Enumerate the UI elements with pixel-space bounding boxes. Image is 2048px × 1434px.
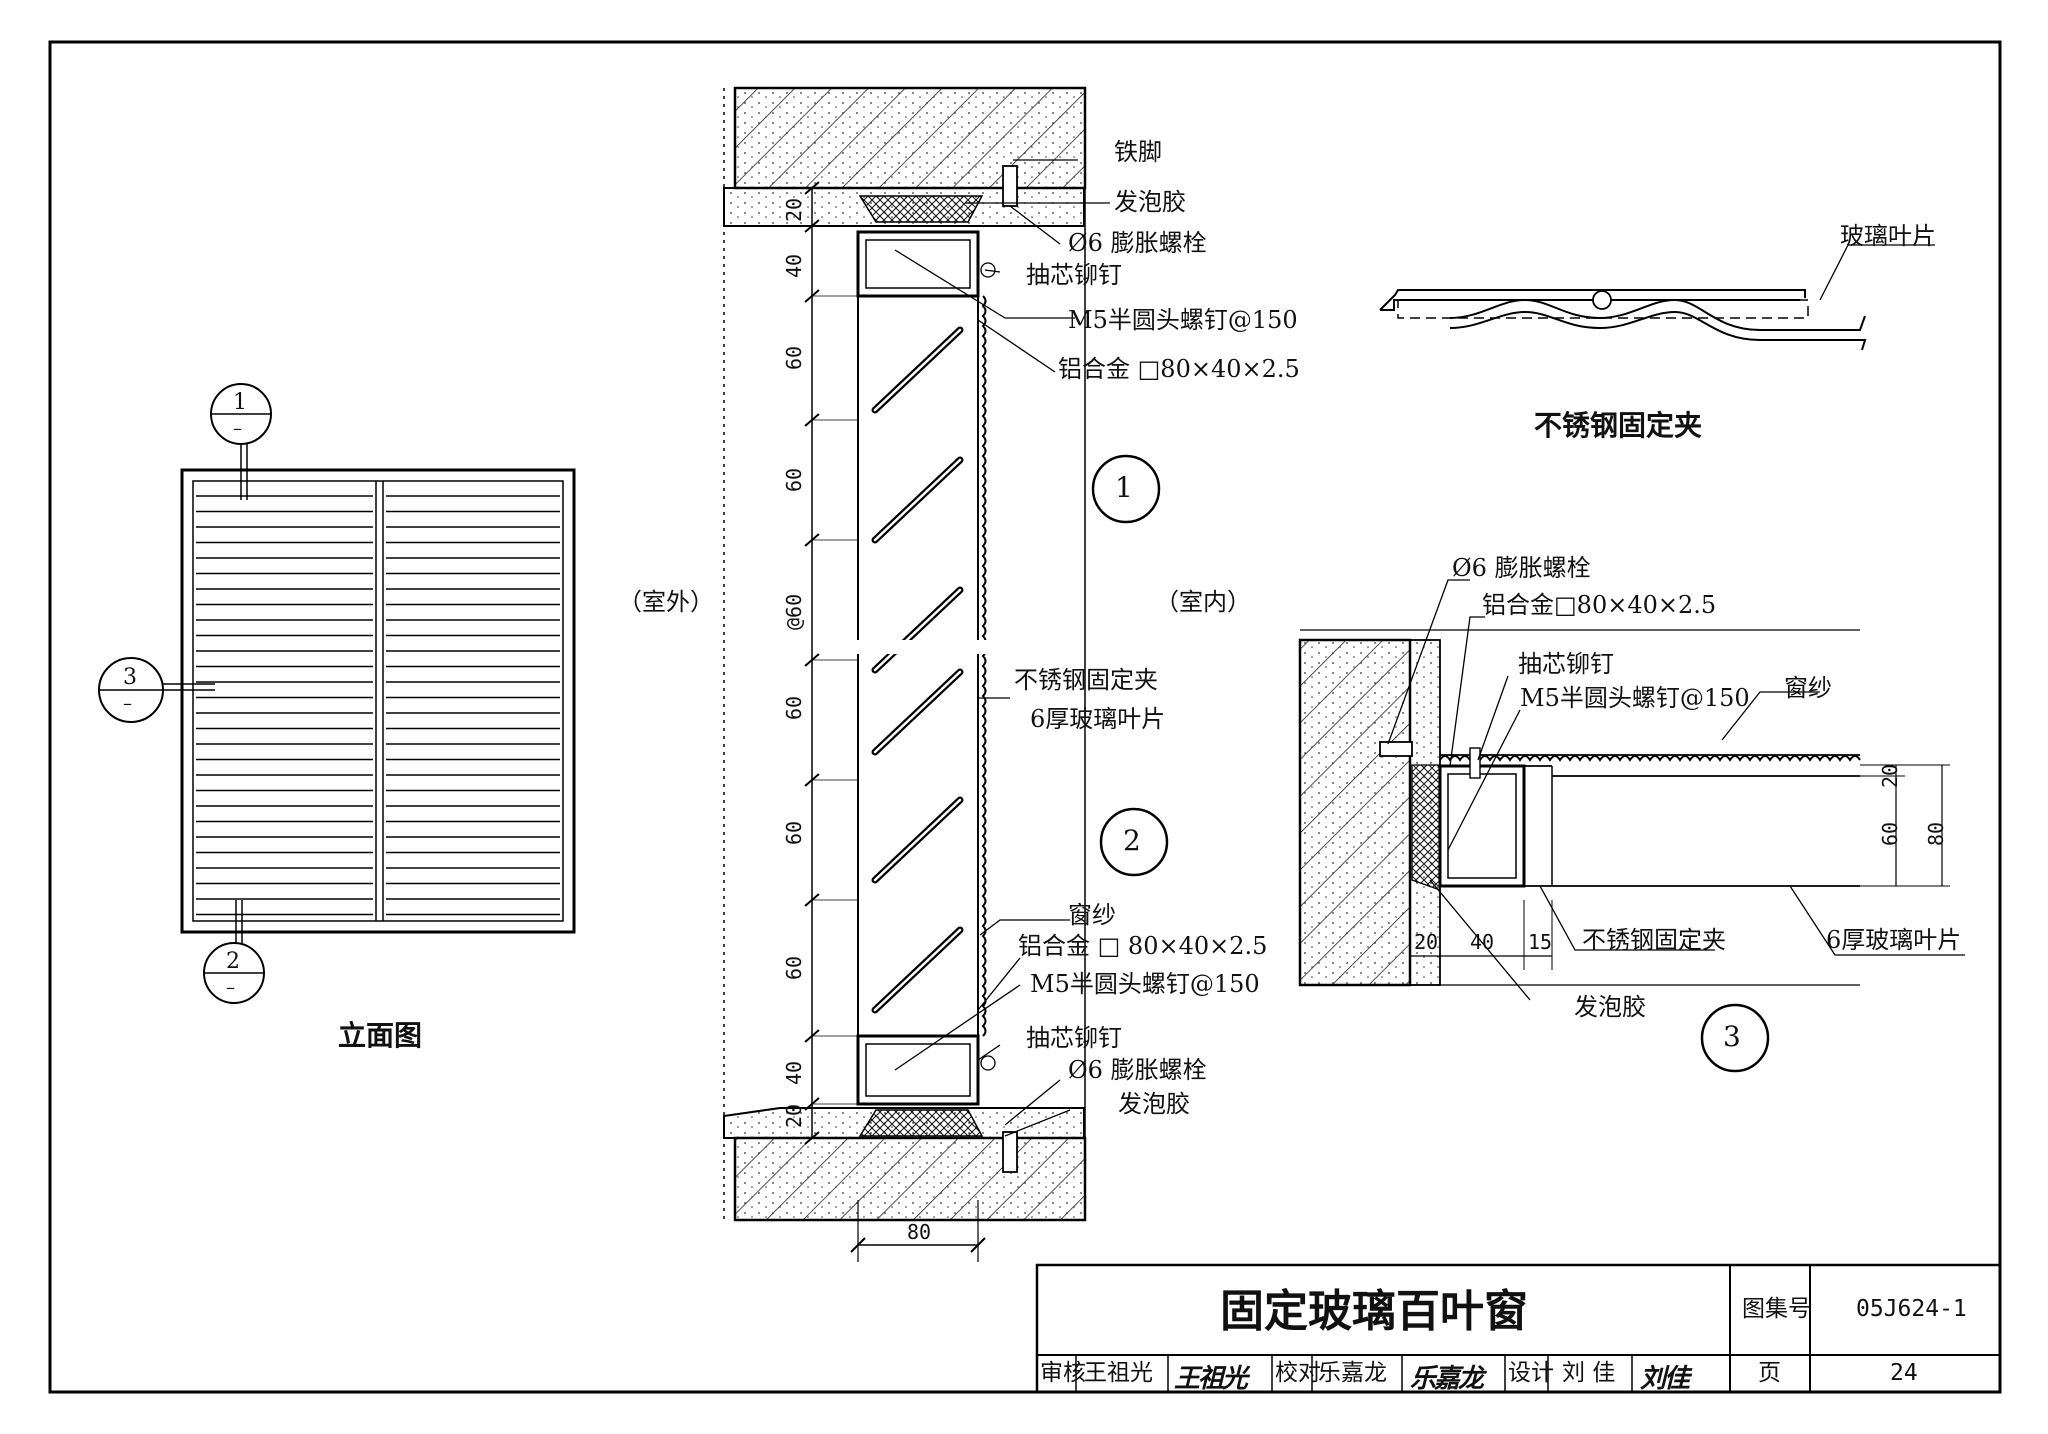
label-screen-bottom: 窗纱 xyxy=(1068,901,1116,929)
d3-dim-v80: 80 xyxy=(1924,821,1948,846)
checker-name: 乐嘉龙 xyxy=(1318,1360,1387,1386)
page-number: 24 xyxy=(1890,1360,1918,1386)
d3-marker-text: 3 xyxy=(1723,1020,1741,1053)
clip-label-glass: 玻璃叶片 xyxy=(1840,222,1936,250)
d3-label-rivet: 抽芯铆钉 xyxy=(1518,650,1614,678)
label-clip-mid: 不锈钢固定夹 xyxy=(1014,666,1158,694)
label-bolt-bottom: Ø6 膨胀螺栓 xyxy=(1068,1056,1207,1084)
dim-top-20: 20 xyxy=(782,197,806,222)
d3-label-screen: 窗纱 xyxy=(1784,674,1832,702)
label-rivet-top: 抽芯铆钉 xyxy=(1026,261,1122,289)
label-alu-top: 铝合金 □80×40×2.5 xyxy=(1058,355,1300,383)
clip-title: 不锈钢固定夹 xyxy=(1534,409,1703,442)
detail3-screen xyxy=(1439,755,1861,762)
elevation-view xyxy=(98,383,576,1004)
d3-dim-v60: 60 xyxy=(1878,821,1902,846)
label-rivet-bottom: 抽芯铆钉 xyxy=(1026,1024,1122,1052)
label-alu-bottom: 铝合金 □ 80×40×2.5 xyxy=(1018,932,1268,960)
indoor-label: （室内） xyxy=(1155,588,1251,616)
checker-signature: 乐嘉龙 xyxy=(1410,1364,1484,1394)
label-screw-bottom: M5半圆头螺钉@150 xyxy=(1030,970,1260,998)
bottom-foam xyxy=(858,1109,984,1137)
review-label: 审核 xyxy=(1040,1360,1086,1386)
d3-label-screw: M5半圆头螺钉@150 xyxy=(1520,684,1750,712)
label-foam-top: 发泡胶 xyxy=(1114,188,1186,216)
dim-top-40: 40 xyxy=(782,253,806,278)
dim-bottom-40: 40 xyxy=(782,1060,806,1085)
top-iron-foot xyxy=(1002,165,1018,207)
clip-detail xyxy=(1379,244,1935,351)
drawing-title: 固定玻璃百叶窗 xyxy=(1220,1286,1528,1337)
sheet-border xyxy=(48,40,2002,1394)
d3-label-clip: 不锈钢固定夹 xyxy=(1582,926,1726,954)
d3-dim-40: 40 xyxy=(1470,930,1495,954)
label-glass-mid: 6厚玻璃叶片 xyxy=(1030,705,1166,733)
window-screen xyxy=(981,295,987,1037)
design-label: 设计 xyxy=(1508,1360,1554,1386)
section-marker-2 xyxy=(1099,807,1169,877)
bottom-frame-member xyxy=(856,1034,980,1106)
marker-1-sub: – xyxy=(233,418,242,439)
dim-60-1: 60 xyxy=(782,345,806,370)
dim-60-4: 60 xyxy=(782,820,806,845)
dim-60-3: 60 xyxy=(782,695,806,720)
atlas-number: 05J624-1 xyxy=(1856,1296,1967,1322)
d3-label-glass: 6厚玻璃叶片 xyxy=(1826,926,1962,954)
marker-1-number: 1 xyxy=(233,390,247,415)
dim-width-80: 80 xyxy=(907,1220,932,1244)
label-foam-bottom: 发泡胶 xyxy=(1118,1090,1190,1118)
label-screw-top: M5半圆头螺钉@150 xyxy=(1068,306,1298,334)
d3-label-foam: 发泡胶 xyxy=(1574,993,1646,1021)
d3-label-bolt: Ø6 膨胀螺栓 xyxy=(1452,554,1591,582)
elevation-frame xyxy=(180,468,576,934)
dim-60-5: 60 xyxy=(782,955,806,980)
dim-60-2: 60 xyxy=(782,467,806,492)
page-label: 页 xyxy=(1758,1360,1781,1386)
marker-2-number: 2 xyxy=(226,949,240,974)
reviewer-name: 王祖光 xyxy=(1084,1360,1153,1386)
elevation-louvers xyxy=(196,495,560,916)
section-marker-1 xyxy=(1091,454,1161,524)
dim-pitch: @60 xyxy=(782,593,806,630)
section-marker-1-text: 1 xyxy=(1115,471,1133,504)
d3-dim-20: 20 xyxy=(1414,930,1439,954)
label-iron-foot: 铁脚 xyxy=(1114,138,1162,166)
dim-bottom-20: 20 xyxy=(782,1103,806,1128)
label-bolt-top: Ø6 膨胀螺栓 xyxy=(1068,229,1207,257)
designer-name: 刘 佳 xyxy=(1562,1360,1616,1386)
d3-label-alu: 铝合金□80×40×2.5 xyxy=(1482,591,1717,619)
dim-ticks xyxy=(804,181,858,1145)
detail3-marker xyxy=(1700,1003,1770,1073)
detail-3 xyxy=(1298,579,1965,1073)
d3-dim-v20: 20 xyxy=(1878,763,1902,788)
bottom-iron-foot xyxy=(1002,1131,1018,1173)
top-foam xyxy=(858,195,984,223)
d3-dim-15: 15 xyxy=(1528,930,1553,954)
elevation-caption: 立面图 xyxy=(338,1019,423,1052)
atlas-label: 图集号 xyxy=(1742,1296,1811,1322)
marker-3-number: 3 xyxy=(123,665,137,690)
vertical-section xyxy=(723,86,1169,1262)
marker-3-sub: – xyxy=(123,693,132,714)
glass-louvers-section xyxy=(871,326,964,1014)
designer-signature: 刘佳 xyxy=(1640,1364,1690,1394)
marker-2-sub: – xyxy=(226,977,235,998)
detail3-foam xyxy=(1411,764,1441,891)
detail3-frame xyxy=(1438,764,1526,888)
check-label: 校对 xyxy=(1275,1360,1321,1386)
outdoor-label: （室外） xyxy=(618,588,714,616)
section-marker-2-text: 2 xyxy=(1123,824,1141,857)
reviewer-signature: 王祖光 xyxy=(1174,1364,1248,1394)
title-block-lines xyxy=(1035,1263,2002,1394)
